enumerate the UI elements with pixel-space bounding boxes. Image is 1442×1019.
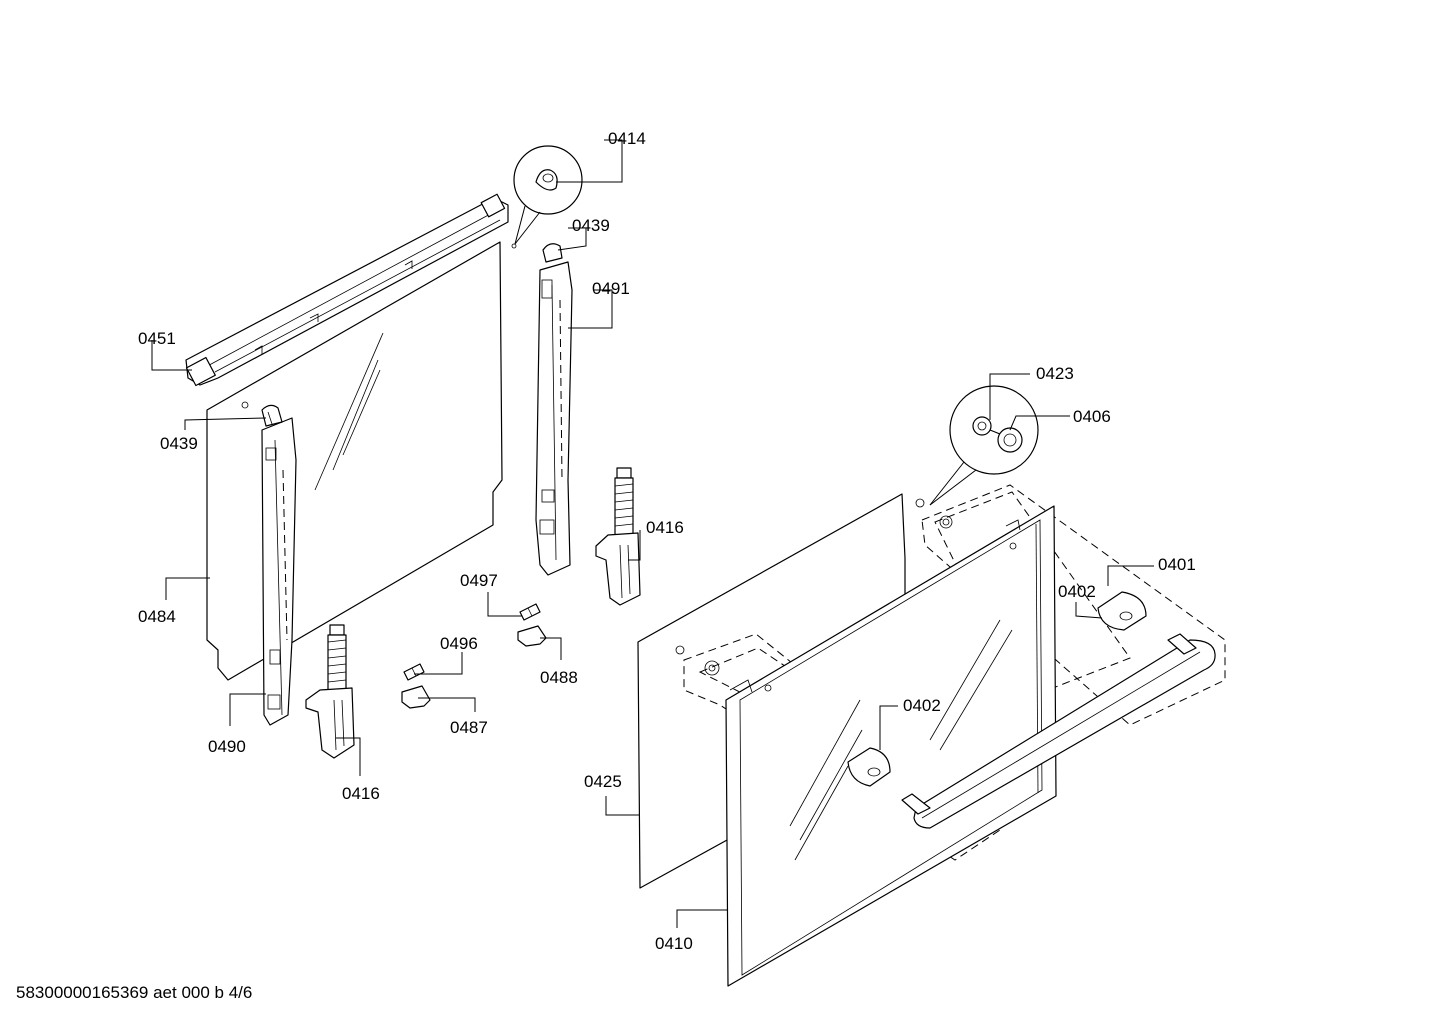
label-0439-left: 0439 <box>160 434 198 453</box>
right-clip-part <box>542 243 563 263</box>
label-0484: 0484 <box>138 607 176 626</box>
label-0490: 0490 <box>208 737 246 756</box>
small-clip-0488-part <box>517 625 547 647</box>
door-handle-part <box>901 633 1216 829</box>
label-0406: 0406 <box>1073 407 1111 426</box>
small-clip-0496-part <box>403 663 425 681</box>
inner-glass-panel-part <box>206 241 503 681</box>
top-frame-rail-part <box>185 193 509 387</box>
left-hinge-bracket-part <box>261 417 297 726</box>
label-0402-lower: 0402 <box>903 696 941 715</box>
handle-bracket-upper-part <box>1097 591 1147 631</box>
label-0496: 0496 <box>440 634 478 653</box>
label-0439-right: 0439 <box>572 216 610 235</box>
drawing-footer-id: 58300000165369 aet 000 b 4/6 <box>16 983 252 1002</box>
pin-detail-callout <box>511 145 583 249</box>
label-0488: 0488 <box>540 668 578 687</box>
label-0414: 0414 <box>608 129 646 148</box>
label-0416-upper: 0416 <box>646 518 684 537</box>
handle-bracket-lower-part <box>847 747 891 787</box>
leader-lines <box>151 139 1154 928</box>
left-clip-part <box>261 404 283 427</box>
right-hinge-part <box>595 467 641 606</box>
label-0497: 0497 <box>460 571 498 590</box>
right-hinge-bracket-part <box>535 261 573 576</box>
part-labels: 0414 0439 0491 0451 0439 0484 0490 0416 … <box>138 129 1196 953</box>
label-0491: 0491 <box>592 279 630 298</box>
left-hinge-part <box>305 624 355 759</box>
small-clip-0497-part <box>519 603 541 621</box>
label-0487: 0487 <box>450 718 488 737</box>
label-0410: 0410 <box>655 934 693 953</box>
label-0402-upper: 0402 <box>1058 582 1096 601</box>
label-0416-lower: 0416 <box>342 784 380 803</box>
label-0401: 0401 <box>1158 555 1196 574</box>
label-0425: 0425 <box>584 772 622 791</box>
small-clip-0487-part <box>401 685 431 709</box>
label-0423: 0423 <box>1036 364 1074 383</box>
label-0451: 0451 <box>138 329 176 348</box>
screw-detail-callout <box>915 385 1039 508</box>
